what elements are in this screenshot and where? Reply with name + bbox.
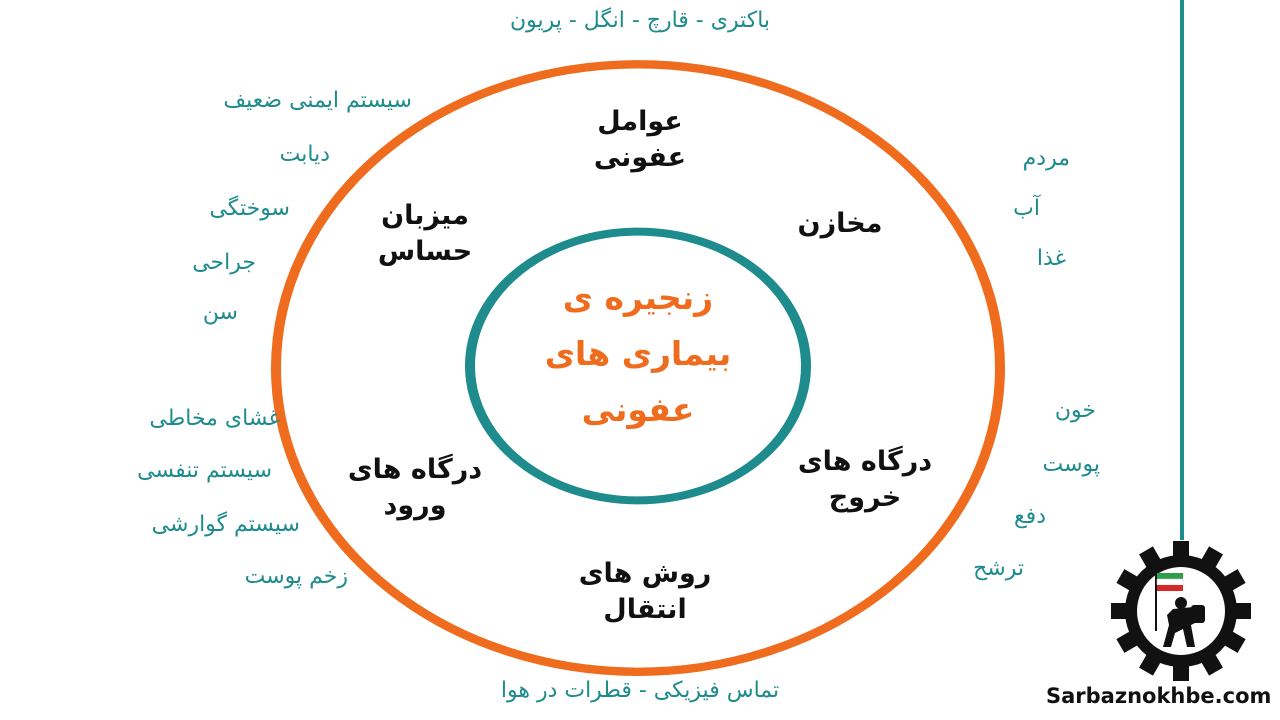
- stage-portals-of-exit: درگاه های خروج: [765, 444, 965, 516]
- factor-exit-item: ترشح: [973, 556, 1024, 581]
- stage-exit-line1: درگاه های: [797, 446, 933, 477]
- stage-transmission-modes: روش های انتقال: [550, 556, 740, 628]
- stage-agents-line2: عفونی: [593, 142, 687, 173]
- stage-host-line2: حساس: [377, 236, 473, 267]
- stage-susceptible-host: میزبان حساس: [345, 198, 505, 270]
- stage-reservoirs: مخازن: [770, 206, 910, 242]
- inner-ring: [465, 227, 811, 505]
- factor-entry-item: سیستم گوارشی: [151, 512, 300, 537]
- stage-entry-line2: ورود: [383, 490, 447, 521]
- factor-host-item: سن: [202, 300, 238, 325]
- stage-reservoirs-line1: مخازن: [797, 208, 883, 239]
- factor-agents: باکتری - قارچ - انگل - پریون: [509, 8, 771, 33]
- right-divider-line: [1180, 0, 1184, 540]
- center-title-line3: عفونی: [581, 390, 695, 429]
- center-title-line1: زنجیره ی: [562, 278, 714, 317]
- factor-exit-item: دفع: [1013, 504, 1046, 529]
- factor-entry-item: سیستم تنفسی: [137, 458, 272, 483]
- center-title-line2: بیماری های: [544, 334, 732, 373]
- stage-exit-line2: خروج: [828, 482, 902, 513]
- factor-reservoir-item: آب: [1013, 196, 1040, 221]
- stage-host-line1: میزبان: [381, 200, 469, 231]
- outer-ring: [271, 60, 1005, 676]
- factor-exit-item: خون: [1054, 398, 1096, 423]
- soldier-with-flag-gear-icon: [1111, 541, 1251, 681]
- factor-host-item: دیابت: [279, 142, 330, 167]
- factor-transmission: تماس فیزیکی - قطرات در هوا: [500, 678, 780, 703]
- stage-transmission-line2: انتقال: [603, 594, 687, 625]
- factor-host-item: سوختگی: [209, 196, 290, 221]
- stage-agents-line1: عوامل: [597, 106, 683, 137]
- factor-exit-item: پوست: [1042, 452, 1100, 477]
- stage-entry-line1: درگاه های: [347, 454, 483, 485]
- stage-transmission-line1: روش های: [578, 558, 712, 589]
- factor-entry-item: غشای مخاطی: [149, 406, 280, 431]
- factor-host-item: سیستم ایمنی ضعیف: [223, 88, 412, 113]
- factor-host-item: جراحی: [192, 250, 256, 275]
- watermark-site: Sarbaznokhbe.com: [1046, 684, 1272, 708]
- factor-reservoir-item: مردم: [1022, 146, 1070, 171]
- factor-entry-item: زخم پوست: [244, 564, 348, 589]
- stage-infectious-agents: عوامل عفونی: [560, 104, 720, 176]
- center-title: زنجیره ی بیماری های عفونی: [508, 270, 768, 438]
- stage-portals-of-entry: درگاه های ورود: [315, 452, 515, 524]
- factor-reservoir-item: غذا: [1036, 246, 1066, 271]
